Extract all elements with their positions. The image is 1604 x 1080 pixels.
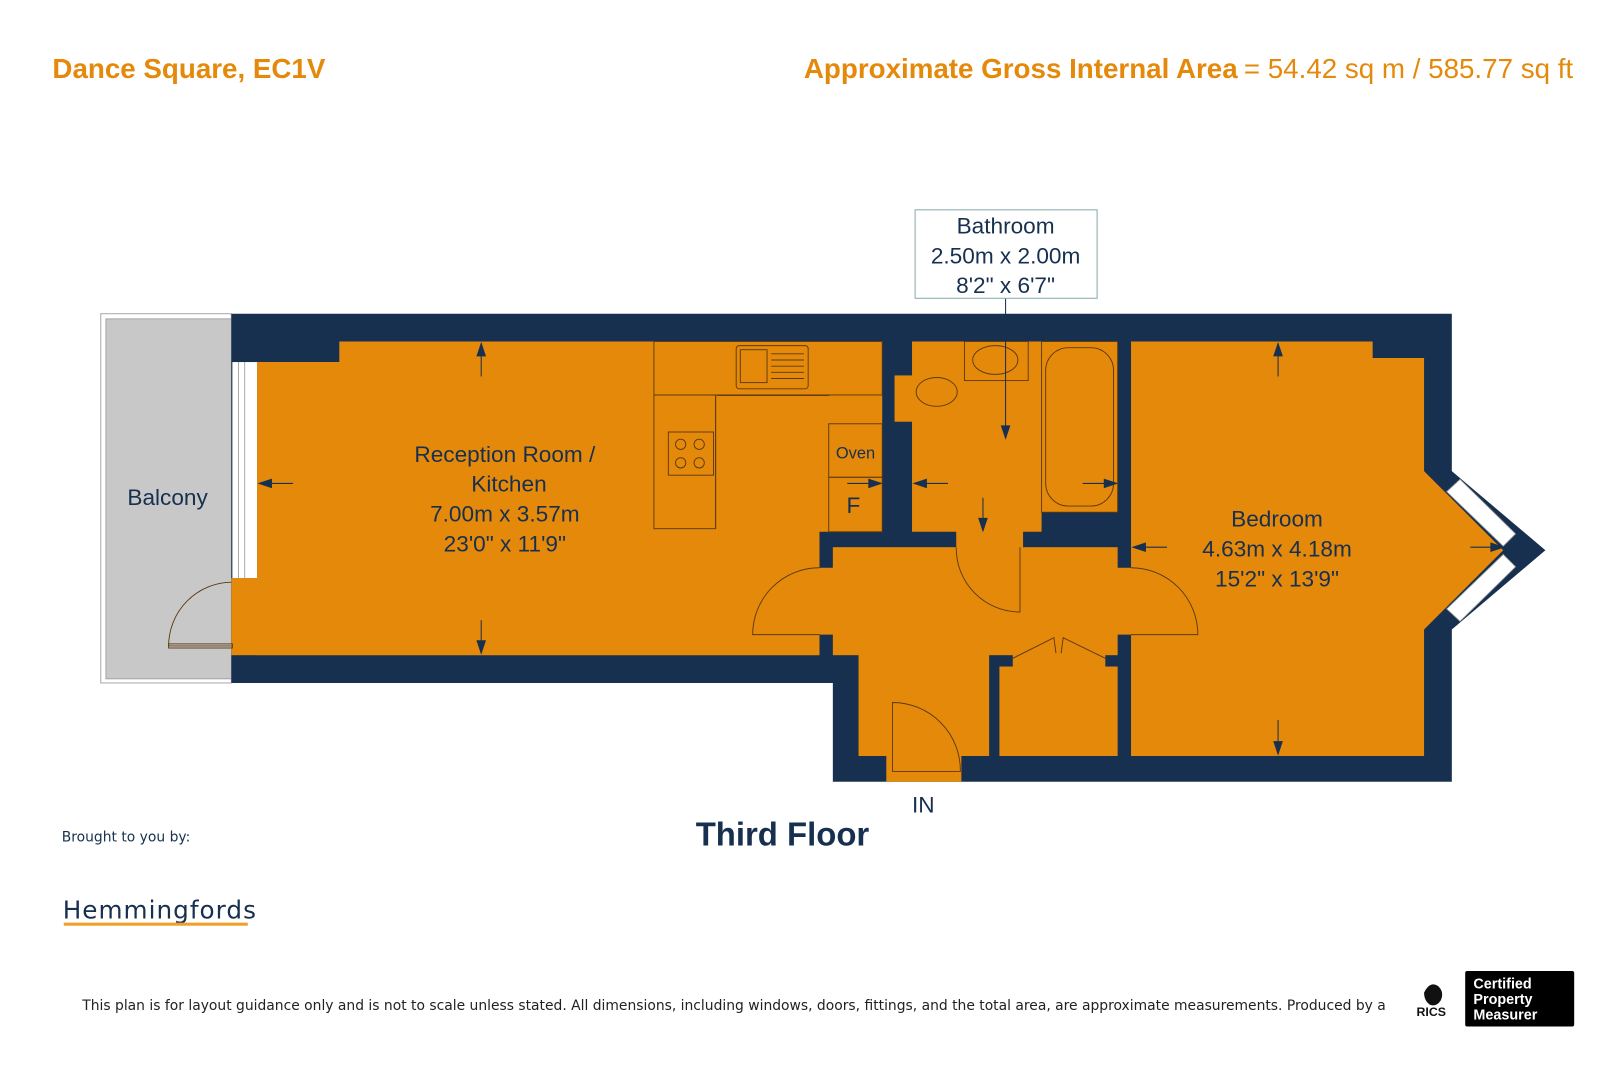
svg-text:8'2" x 6'7": 8'2" x 6'7" <box>956 273 1055 298</box>
gross-internal-area: Approximate Gross Internal Area= 54.42 s… <box>804 53 1574 84</box>
bathroom-door-gap <box>956 529 1024 550</box>
doors <box>168 547 1199 772</box>
rics-logo: RICS Certified Property Measurer <box>1417 970 1575 1027</box>
svg-text:Measurer: Measurer <box>1473 1007 1537 1023</box>
disclaimer-text: This plan is for layout guidance only an… <box>81 998 1386 1014</box>
cupboard-floor <box>999 666 1118 756</box>
brought-by-label: Brought to you by: <box>62 829 191 845</box>
property-address: Dance Square, EC1V <box>52 53 325 84</box>
svg-text:Property: Property <box>1473 992 1532 1008</box>
lion-icon <box>1424 984 1443 1006</box>
bedroom-label: Bedroom 4.63m x 4.18m 15'2" x 13'9" <box>1202 507 1352 592</box>
bay-window <box>1446 478 1517 622</box>
hob-icon <box>667 431 715 476</box>
svg-text:Kitchen: Kitchen <box>471 472 546 497</box>
svg-text:Reception Room /: Reception Room / <box>414 442 596 467</box>
sink-icon <box>735 345 809 390</box>
reception-label: Reception Room / Kitchen 7.00m x 3.57m 2… <box>414 442 596 556</box>
balcony-door-floor <box>231 578 259 656</box>
kitchen-fixtures <box>653 341 883 533</box>
bedroom-floor <box>1131 341 1504 756</box>
bathroom-label-box: Bathroom 2.50m x 2.00m 8'2" x 6'7" <box>914 209 1098 299</box>
svg-text:Bedroom: Bedroom <box>1231 507 1323 532</box>
svg-text:Bathroom: Bathroom <box>957 213 1055 238</box>
svg-text:Hemmingfords: Hemmingfords <box>63 896 257 925</box>
hemmingfords-logo: Hemmingfords <box>63 896 257 926</box>
reception-floor <box>257 341 883 656</box>
fridge-label: F <box>847 493 861 518</box>
lower-hall-floor <box>858 653 990 756</box>
entrance-gap <box>886 753 962 782</box>
floor-title: Third Floor <box>696 815 870 852</box>
svg-text:15'2" x 13'9": 15'2" x 13'9" <box>1215 566 1339 591</box>
svg-text:23'0" x 11'9": 23'0" x 11'9" <box>444 531 566 556</box>
oven-label: Oven <box>836 445 875 463</box>
svg-text:4.63m x 4.18m: 4.63m x 4.18m <box>1202 536 1352 561</box>
balcony: Balcony <box>100 313 232 684</box>
basin-icon <box>972 345 1019 375</box>
hallway-floor <box>832 547 1118 656</box>
dimension-arrows <box>257 298 1505 756</box>
floor-areas <box>231 341 1504 782</box>
cupboard-opening <box>1012 653 1106 669</box>
balcony-window <box>232 362 258 579</box>
svg-text:RICS: RICS <box>1417 1005 1446 1019</box>
toilet-niche <box>894 375 914 422</box>
balcony-label: Balcony <box>127 485 208 510</box>
bedroom-door-gap <box>1115 567 1134 635</box>
bath-icon <box>1041 341 1119 513</box>
entrance-label: IN <box>912 793 935 818</box>
svg-text:2.50m x 2.00m: 2.50m x 2.00m <box>931 243 1081 268</box>
bathroom-fixtures <box>915 341 1119 513</box>
toilet-icon <box>915 377 958 407</box>
svg-text:Certified: Certified <box>1473 976 1531 992</box>
hall-door-gap <box>818 567 835 635</box>
svg-text:7.00m x 3.57m: 7.00m x 3.57m <box>430 501 580 526</box>
bathroom-floor <box>912 341 1118 532</box>
